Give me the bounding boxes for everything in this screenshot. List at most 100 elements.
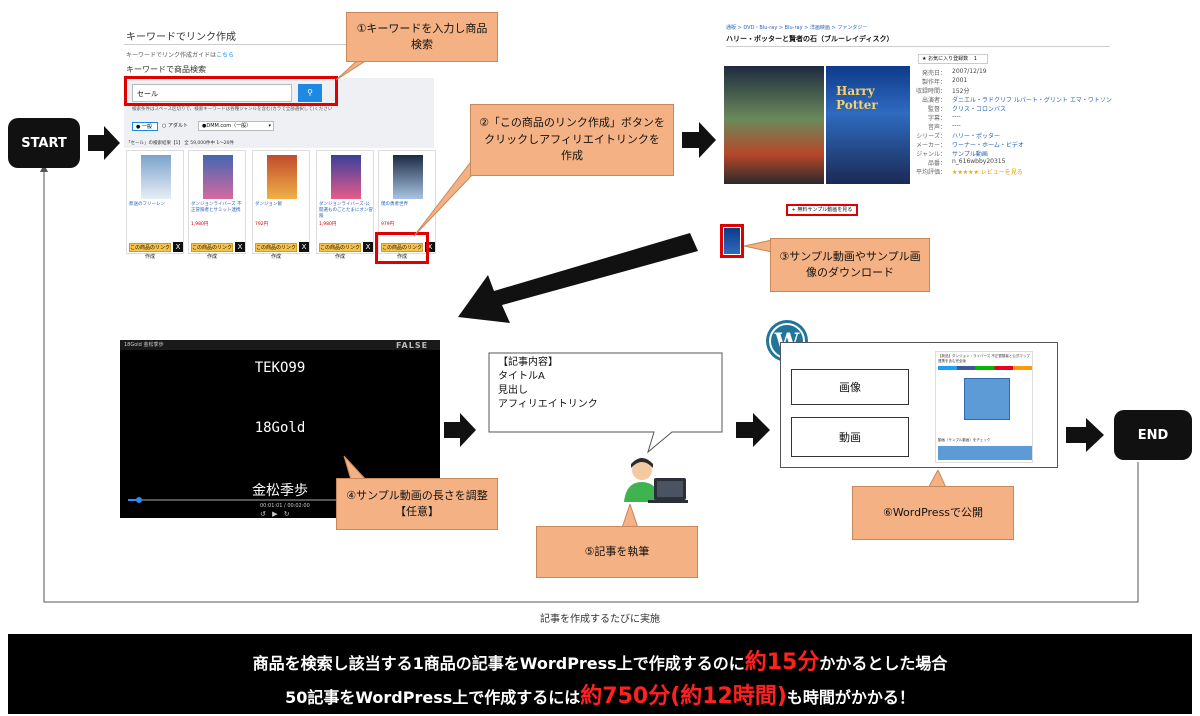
meta-value[interactable]: ハリー・ポッター bbox=[952, 133, 1001, 140]
guide-link[interactable]: こちら bbox=[216, 52, 235, 59]
create-link-button[interactable]: この商品のリンク作成 bbox=[129, 243, 171, 260]
create-link-button[interactable]: この商品のリンク作成 bbox=[191, 243, 233, 260]
image-block[interactable]: 画像 bbox=[791, 369, 909, 405]
meta-row: 品番： n_616wbby20315 bbox=[906, 158, 1112, 167]
rewind-icon[interactable]: ↺ bbox=[260, 510, 266, 518]
x-share-button[interactable]: X bbox=[425, 242, 435, 252]
meta-value[interactable]: ★★★★★ レビューを見る bbox=[952, 169, 1023, 176]
video-line-1: TEKO99 bbox=[254, 360, 306, 376]
product-detail: 通販 > DVD・Blu-ray > Blu-ray > 洋画映画 > ファンタ… bbox=[722, 18, 1112, 188]
cover-back-image bbox=[724, 66, 824, 184]
video-seekbar[interactable] bbox=[128, 499, 432, 501]
meta-key: 監督： bbox=[927, 106, 946, 113]
meta-row: 字幕：---- bbox=[906, 113, 1112, 122]
meta-key: 収録時間： bbox=[915, 88, 946, 95]
arrow-article-to-wp bbox=[736, 413, 770, 447]
cover-front-image: Harry Potter bbox=[826, 66, 910, 184]
breadcrumb-item[interactable]: Blu-ray bbox=[784, 25, 803, 31]
breadcrumb-item[interactable]: DVD・Blu-ray bbox=[743, 25, 778, 31]
search-input[interactable]: セール bbox=[132, 84, 292, 102]
radio-general[interactable]: ● 一般 bbox=[132, 122, 158, 131]
meta-key: 品番： bbox=[927, 160, 946, 167]
star-icon: ★ bbox=[922, 56, 927, 62]
favorite-button[interactable]: ★ お気に入り登録数 1 bbox=[918, 54, 988, 64]
favorite-count: 1 bbox=[973, 56, 977, 62]
radio-adult[interactable]: ○ アダルト bbox=[162, 123, 188, 129]
article-heading: 【記事内容】 bbox=[498, 357, 558, 368]
sample-image-thumbnail[interactable] bbox=[724, 228, 740, 254]
product-price: 1,980円 bbox=[191, 222, 209, 227]
meta-value[interactable]: サンプル動画 bbox=[952, 151, 988, 158]
breadcrumb-item[interactable]: ファンタジー bbox=[837, 25, 868, 31]
meta-row: 監督： クリス・コロンバス bbox=[906, 104, 1112, 113]
product-thumbnail bbox=[203, 155, 233, 199]
breadcrumb-item[interactable]: 洋画映画 bbox=[809, 25, 830, 31]
arrow-detail-to-video bbox=[458, 233, 698, 323]
meta-key: 出演者： bbox=[921, 97, 946, 104]
loop-label: 記事を作成するたびに実施 bbox=[540, 614, 660, 625]
x-share-button[interactable]: X bbox=[363, 242, 373, 252]
search-button[interactable]: ⚲ bbox=[298, 84, 322, 102]
play-icon[interactable]: ▶ bbox=[272, 510, 278, 518]
article-content: 【記事内容】 タイトルA 見出し アフィリエイトリンク bbox=[498, 356, 598, 412]
meta-key: ジャンル： bbox=[916, 151, 946, 158]
sample-video-button[interactable]: + 無料サンプル動画を見る bbox=[786, 204, 858, 216]
meta-value[interactable]: クリス・コロンバス bbox=[952, 106, 1007, 113]
product-card[interactable]: ダンジョンライバーズ-公開選ものごとたまにオン冒険 1,980円 この商品のリン… bbox=[316, 150, 374, 260]
detail-divider bbox=[726, 46, 1110, 47]
meta-row: 出演者： ダニエル・ラドクリフ ルパート・グリント エマ・ワトソン bbox=[906, 95, 1112, 104]
video-progress bbox=[128, 499, 140, 501]
create-link-button[interactable]: この商品のリンク作成 bbox=[319, 243, 361, 260]
meta-value[interactable]: ダニエル・ラドクリフ ルパート・グリント エマ・ワトソン bbox=[952, 97, 1112, 104]
product-title: ダンジョンライバーズ-公開選ものごとたまにオン冒険 bbox=[319, 202, 373, 219]
meta-row: ジャンル： サンプル動画 bbox=[906, 149, 1112, 158]
create-link-button[interactable]: この商品のリンク作成 bbox=[381, 243, 423, 260]
product-title: ダンジョン飯 bbox=[255, 202, 282, 207]
product-card[interactable]: ダンジョンライバーズ 不正冒険者とサミット連携 1,980円 この商品のリンク作… bbox=[188, 150, 246, 260]
step1-callout: ①キーワードを入力し商品検索 bbox=[346, 12, 498, 62]
favorite-label: お気に入り登録数 bbox=[928, 56, 969, 62]
preview-title: 【新品】ダンジョン・ライバーズ 不正冒険者と公式マップ連携を含む完全版 bbox=[938, 354, 1030, 363]
search-page: キーワードでリンク作成 キーワードでリンク作成ガイドはこちら キーワードで商品検… bbox=[122, 22, 442, 262]
product-thumbnail bbox=[141, 155, 171, 199]
meta-key: 製作年： bbox=[921, 79, 946, 86]
product-card[interactable]: 葬送のフリーレン この商品のリンク作成 X bbox=[126, 150, 184, 260]
cover-title: Harry Potter bbox=[836, 84, 878, 112]
product-detail-title: ハリー・ポッターと賢者の石（ブルーレイディスク） bbox=[726, 35, 894, 43]
article-item: タイトルA bbox=[498, 371, 545, 382]
x-share-button[interactable]: X bbox=[299, 242, 309, 252]
product-thumbnail bbox=[331, 155, 361, 199]
meta-key: 平均評価： bbox=[915, 169, 946, 176]
meta-value: ---- bbox=[952, 113, 961, 120]
video-seek-handle[interactable] bbox=[136, 497, 142, 503]
arrow-start-to-step1 bbox=[88, 126, 120, 160]
breadcrumb-item[interactable]: 通販 bbox=[726, 25, 737, 31]
meta-value: 152分 bbox=[952, 88, 970, 95]
summary-line-2-highlight: 約750分(約12時間) bbox=[580, 684, 787, 709]
product-price: 1,980円 bbox=[319, 222, 337, 227]
video-logo: FALSE bbox=[396, 341, 429, 350]
meta-value[interactable]: ワーナー・ホーム・ビデオ bbox=[952, 142, 1024, 149]
product-price: 792円 bbox=[255, 222, 269, 227]
search-icon: ⚲ bbox=[307, 88, 313, 97]
meta-value: n_616wbby20315 bbox=[952, 158, 1006, 165]
video-block[interactable]: 動画 bbox=[791, 417, 909, 457]
meta-value: 2001 bbox=[952, 77, 968, 84]
meta-row: 収録時間： 152分 bbox=[906, 86, 1112, 95]
article-item: 見出し bbox=[498, 385, 528, 396]
x-share-button[interactable]: X bbox=[235, 242, 245, 252]
radio-general-label: 一般 bbox=[141, 124, 152, 130]
product-title: 僕の勇者世界 bbox=[381, 202, 408, 207]
forward-icon[interactable]: ↻ bbox=[283, 510, 290, 518]
start-terminal: START bbox=[8, 118, 80, 168]
preview-share-bar bbox=[938, 366, 1032, 370]
summary-line-1: 商品を検索し該当する1商品の記事をWordPress上で作成するのに約15分かか… bbox=[8, 644, 1192, 676]
create-link-button[interactable]: この商品のリンク作成 bbox=[255, 243, 297, 260]
video-controls: ↺ ▶ ↻ bbox=[260, 510, 290, 518]
start-label: START bbox=[21, 135, 67, 151]
x-share-button[interactable]: X bbox=[173, 242, 183, 252]
site-select[interactable]: ●DMM.com（一般） ▾ bbox=[198, 121, 274, 131]
article-bubble bbox=[488, 352, 723, 454]
sample-image-highlight bbox=[720, 224, 744, 258]
product-card[interactable]: ダンジョン飯 792円 この商品のリンク作成 X bbox=[252, 150, 310, 260]
